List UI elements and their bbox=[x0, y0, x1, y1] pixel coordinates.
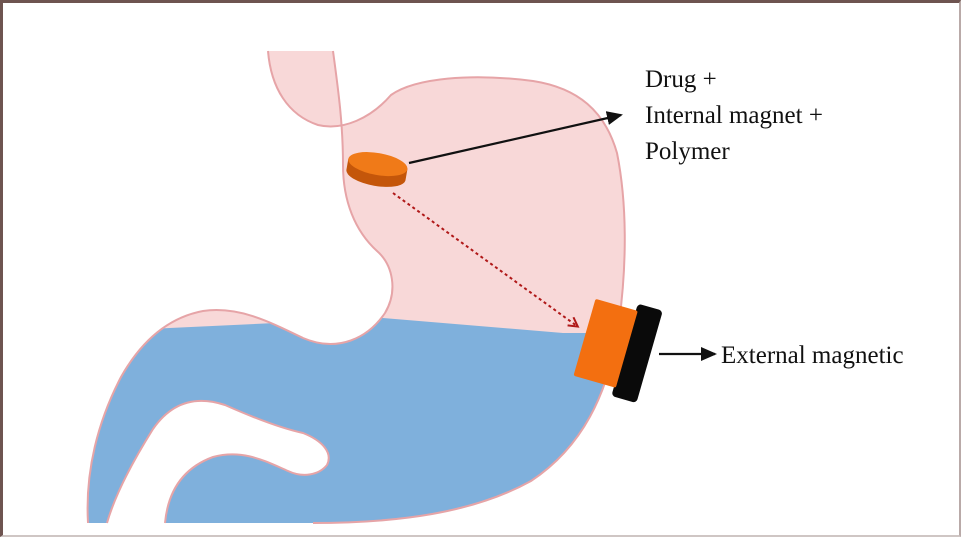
stomach bbox=[63, 43, 663, 533]
gastric-fluid bbox=[63, 318, 643, 533]
pill-label-line-1: Drug + bbox=[645, 66, 717, 93]
pill-label-line-3: Polymer bbox=[645, 138, 730, 165]
pill-label-line-2: Internal magnet + bbox=[645, 102, 823, 129]
stomach-diagram: Drug + Internal magnet + Polymer Externa… bbox=[3, 3, 961, 540]
external-magnet-label: External magnetic bbox=[721, 342, 904, 369]
